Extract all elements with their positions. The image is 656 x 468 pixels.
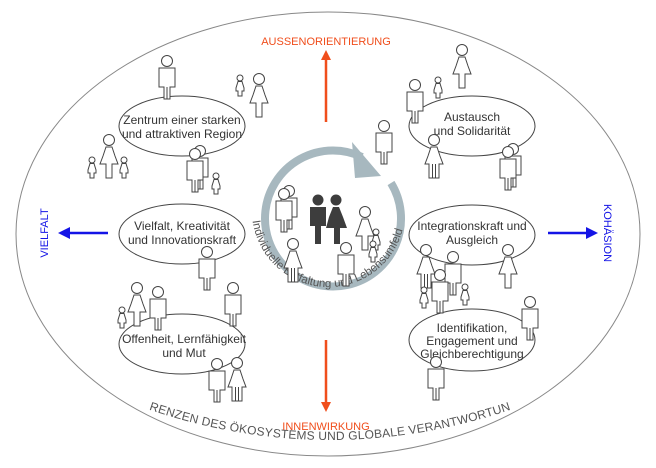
bubble-vielfalt: Vielfalt, Kreativität und Innovationskra… <box>118 203 246 265</box>
person-icon <box>276 186 297 233</box>
person-icon <box>224 282 242 327</box>
person-icon <box>419 286 429 309</box>
cycle-arrowhead <box>352 142 381 178</box>
person-icon <box>208 358 226 403</box>
svg-text:Vielfalt, Kreativität: Vielfalt, Kreativität <box>134 219 230 233</box>
person-icon <box>211 172 221 195</box>
person-icon <box>87 156 97 179</box>
person-icon <box>227 357 247 402</box>
svg-text:Offenheit, Lernfähigkeit: Offenheit, Lernfähigkeit <box>122 332 247 346</box>
person-icon <box>452 44 472 89</box>
person-icon <box>433 76 443 99</box>
svg-text:Gleichberechtigung: Gleichberechtigung <box>420 347 523 361</box>
svg-text:Engagement und: Engagement und <box>426 334 517 348</box>
svg-text:Ausgleich: Ausgleich <box>446 233 498 247</box>
person-icon <box>127 282 147 327</box>
axis-label-top: AUSSENORIENTIERUNG <box>261 36 391 48</box>
svg-text:und Mut: und Mut <box>162 346 206 360</box>
person-icon <box>249 73 269 118</box>
person-icon <box>117 306 127 329</box>
ecosystem-boundary <box>15 11 641 457</box>
person-icon <box>427 356 445 401</box>
couple-icon <box>310 194 347 244</box>
person-icon <box>187 146 208 193</box>
person-icon <box>375 120 393 165</box>
svg-text:und Innovationskraft: und Innovationskraft <box>128 233 237 247</box>
bubble-offenheit: Offenheit, Lernfähigkeit und Mut <box>118 313 247 375</box>
bubble-identifikation: Identifikation, Engagement und Gleichber… <box>408 308 536 372</box>
svg-text:Identifikation,: Identifikation, <box>437 321 508 335</box>
person-icon <box>119 156 129 179</box>
bubble-austausch: Austausch und Solidarität <box>408 95 536 157</box>
svg-text:Austausch: Austausch <box>444 110 500 124</box>
axis-label-bottom: INNENWIRKUNG <box>282 421 369 433</box>
person-icon <box>431 269 449 314</box>
person-icon <box>198 246 216 291</box>
svg-text:und Solidarität: und Solidarität <box>434 124 511 138</box>
svg-text:und attraktiven Region: und attraktiven Region <box>122 127 242 141</box>
bubble-zentrum: Zentrum einer starken und attraktiven Re… <box>118 95 246 157</box>
person-icon <box>158 55 176 100</box>
person-icon <box>500 144 521 191</box>
person-icon <box>460 283 470 306</box>
axis-label-right: KOHÄSION <box>601 204 613 262</box>
person-icon <box>99 134 119 179</box>
svg-text:Integrationskraft und: Integrationskraft und <box>417 219 526 233</box>
person-icon <box>235 74 245 97</box>
bubble-integration: Integrationskraft und Ausgleich <box>408 204 536 266</box>
center-label: Individuelle Entfaltung und Lebensumfeld <box>250 219 406 290</box>
svg-text:Zentrum einer starken: Zentrum einer starken <box>123 113 240 127</box>
axis-label-left: VIELFALT <box>39 208 51 258</box>
